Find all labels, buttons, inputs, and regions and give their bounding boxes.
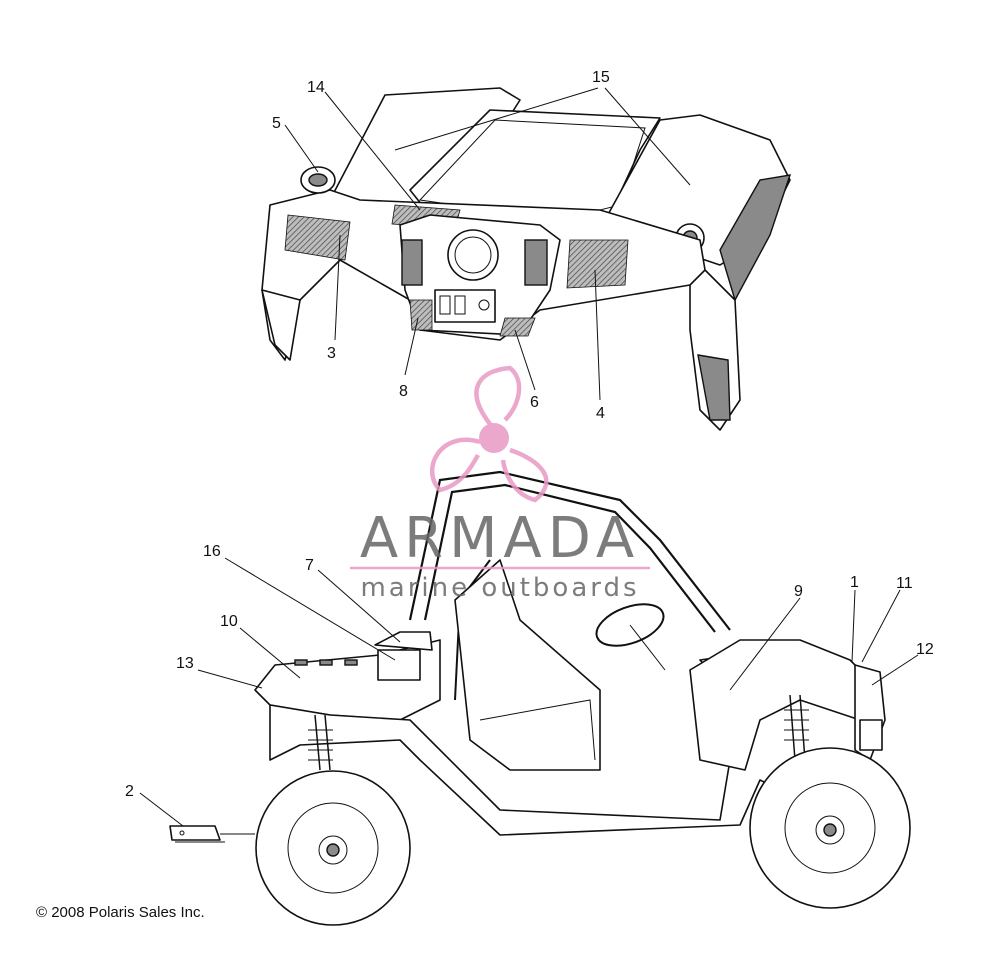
callout-16: 16 (203, 543, 221, 560)
callout-12: 12 (916, 641, 934, 658)
vehicle-side-view (169, 470, 911, 926)
callout-11: 11 (896, 575, 913, 592)
dash-hood-assembly (261, 87, 792, 431)
watermark-tagline: marine outboards (360, 573, 639, 603)
callout-4: 4 (596, 405, 605, 422)
copyright-notice: © 2008 Polaris Sales Inc. (36, 904, 205, 921)
watermark-brand: ARMADA (360, 506, 640, 571)
callout-8: 8 (399, 383, 408, 400)
callout-9: 9 (794, 583, 803, 600)
propeller-icon (429, 365, 549, 503)
callout-5: 5 (272, 115, 281, 132)
watermark-logo: ARMADA marine outboards (350, 365, 650, 603)
callout-labels: 14 15 5 3 8 6 4 16 7 10 13 2 (125, 69, 934, 827)
callout-1: 1 (850, 574, 859, 591)
callout-10: 10 (220, 613, 238, 630)
callout-2: 2 (125, 783, 134, 800)
callout-15: 15 (592, 69, 610, 86)
callout-13: 13 (176, 655, 194, 672)
callout-14: 14 (307, 79, 325, 96)
callout-3: 3 (327, 345, 336, 362)
callout-7: 7 (305, 557, 314, 574)
callout-6: 6 (530, 394, 539, 411)
